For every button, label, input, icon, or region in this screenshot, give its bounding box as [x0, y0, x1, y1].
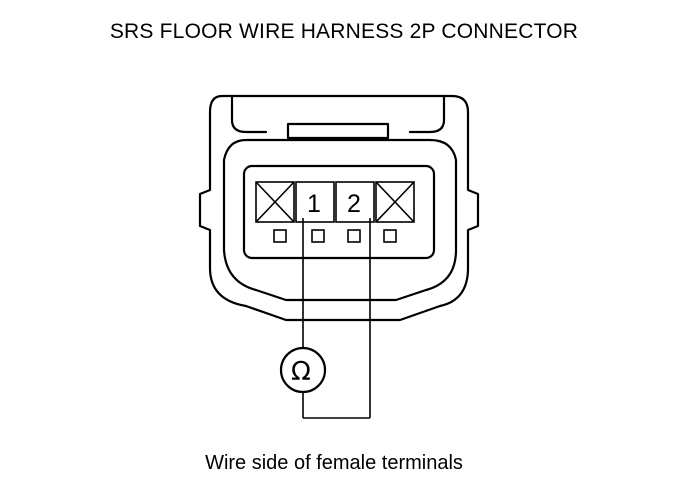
diagram-title: SRS FLOOR WIRE HARNESS 2P CONNECTOR — [109, 20, 579, 43]
cavity-blanked-left — [255, 181, 295, 223]
latch-center — [286, 122, 390, 140]
connector-housing-outer — [198, 94, 480, 322]
cavity-2 — [335, 181, 375, 223]
ohm-symbol: Ω — [291, 357, 311, 387]
lock-square — [273, 229, 287, 243]
connector-housing-inner — [222, 138, 458, 302]
terminal-face — [242, 164, 436, 260]
cavity-blanked-right — [375, 181, 415, 223]
cavity-1 — [295, 181, 335, 223]
ohmmeter-icon: Ω — [279, 346, 327, 394]
latch-right — [408, 94, 446, 134]
terminal-2-label: 2 — [347, 190, 361, 218]
diagram-caption: Wire side of female terminals — [205, 452, 463, 474]
latch-left — [230, 94, 268, 134]
terminal-1-label: 1 — [307, 190, 321, 218]
lock-square — [311, 229, 325, 243]
lock-square — [383, 229, 397, 243]
lock-square — [347, 229, 361, 243]
